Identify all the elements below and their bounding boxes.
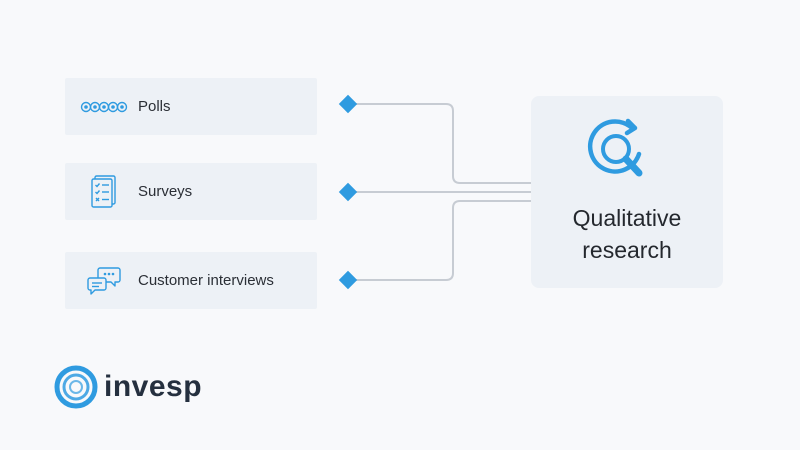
source-card-surveys: Surveys — [65, 163, 317, 220]
invesp-logo-mark — [54, 365, 98, 409]
connector-node-interviews — [338, 270, 358, 290]
source-card-polls: Polls — [65, 78, 317, 135]
poll-icon — [80, 87, 128, 127]
target-box-qualitative-research: Qualitative research — [531, 96, 723, 288]
connector-node-polls — [338, 94, 358, 114]
invesp-logo: invesp — [52, 363, 202, 411]
chat-bubbles-icon — [80, 261, 128, 301]
source-label-interviews: Customer interviews — [138, 272, 274, 289]
source-label-polls: Polls — [138, 98, 171, 115]
target-title-line2: research — [582, 237, 672, 263]
connector-interviews — [348, 200, 531, 281]
source-card-interviews: Customer interviews — [65, 252, 317, 309]
survey-icon — [80, 172, 128, 212]
target-title-line1: Qualitative — [572, 205, 682, 231]
connector-node-surveys — [338, 182, 358, 202]
logo-text: invesp — [104, 370, 203, 403]
magnifier-refresh-icon — [583, 116, 663, 186]
target-title: Qualitative research — [531, 202, 723, 266]
connector-polls — [348, 103, 531, 184]
source-label-surveys: Surveys — [138, 183, 193, 200]
